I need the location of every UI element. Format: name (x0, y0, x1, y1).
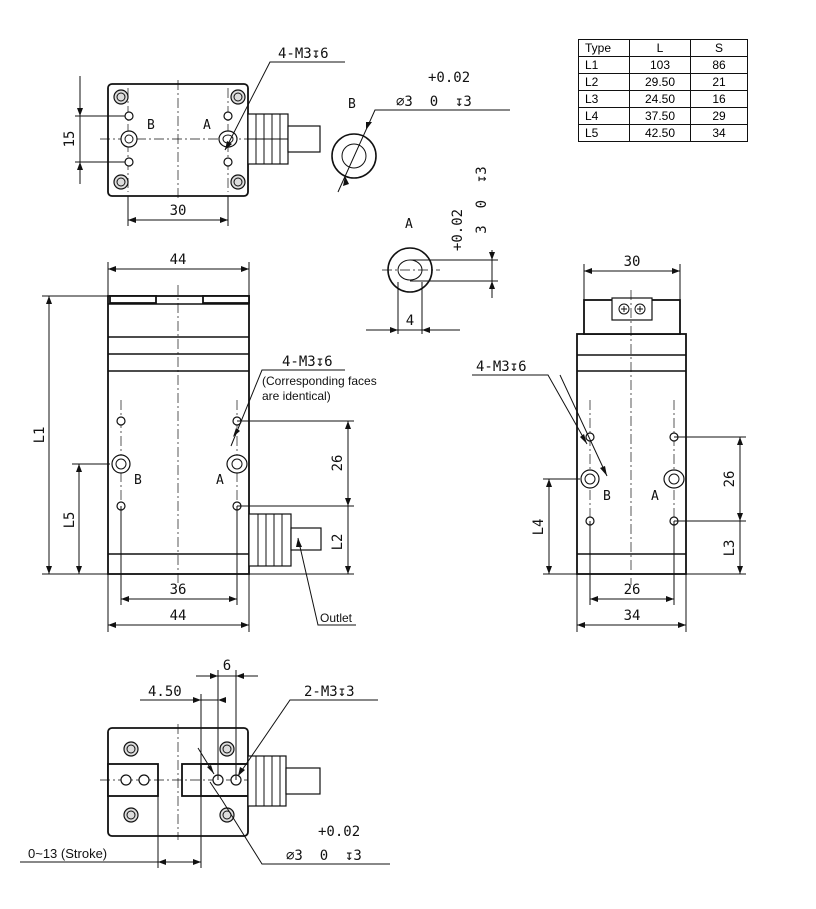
table-cell: 29.50 (629, 73, 691, 91)
connector-icon (248, 513, 322, 567)
bottom-view: 6 4.50 2-M3↧3 0~13 (Stroke) +0.02 ⌀3 0 ↧… (20, 658, 390, 868)
side-dim-top-width: 30 (624, 254, 641, 270)
detail-b-tolerance: +0.02 (428, 70, 470, 86)
detail-b-label: B (348, 97, 356, 112)
screw-icon (123, 741, 139, 757)
side-dim-26-right: 26 (722, 471, 738, 488)
table-header-cell: Type (578, 39, 630, 57)
connector-icon (247, 113, 321, 165)
table-header-cell: S (690, 39, 748, 57)
detail-b: B +0.02 ⌀3 0 ↧3 (331, 70, 510, 193)
screw-icon (113, 89, 129, 105)
terminal-connector-icon (611, 297, 653, 321)
table-cell: L2 (578, 73, 630, 91)
detail-a-width: 4 (406, 313, 414, 329)
connector-icon (247, 755, 321, 807)
front-dim-26: 26 (330, 455, 346, 472)
front-dim-36: 36 (170, 582, 187, 598)
table-cell: 42.50 (629, 124, 691, 142)
top-label-b: B (147, 118, 155, 133)
detail-a-spec: 3 0 ↧3 (474, 166, 490, 233)
front-dim-l1: L1 (32, 427, 48, 444)
front-dim-top-width: 44 (170, 252, 187, 268)
table-cell: 37.50 (629, 107, 691, 125)
detail-a: 4 A +0.02 3 0 ↧3 (366, 166, 498, 334)
side-view: B A 30 4-M3↧6 26 L3 L4 (472, 254, 746, 632)
detail-a-tolerance: +0.02 (450, 209, 466, 251)
front-note-line1: (Corresponding faces (262, 374, 377, 388)
detail-b-spec: ⌀3 0 ↧3 (396, 94, 472, 110)
stroke-label: 0~13 (Stroke) (28, 846, 107, 861)
front-label-b: B (134, 473, 142, 488)
front-dim-l5: L5 (62, 512, 78, 529)
table-cell: 16 (690, 90, 748, 108)
table-row: L2 29.50 21 (578, 73, 748, 91)
side-dim-26-bottom: 26 (624, 582, 641, 598)
table-cell: L4 (578, 107, 630, 125)
bottom-dim-6: 6 (223, 658, 231, 674)
table-cell: L1 (578, 56, 630, 74)
bottom-dim-450: 4.50 (148, 684, 182, 700)
outlet-label: Outlet (320, 611, 353, 625)
top-thread-callout: 4-M3↧6 (278, 46, 329, 62)
side-dim-34: 34 (624, 608, 641, 624)
detail-a-label: A (405, 217, 413, 232)
side-dim-l4: L4 (531, 519, 547, 536)
table-cell: 103 (629, 56, 691, 74)
table-cell: 29 (690, 107, 748, 125)
screw-icon (230, 174, 246, 190)
front-dim-l2: L2 (330, 534, 346, 551)
table-cell: L5 (578, 124, 630, 142)
table-header-row: Type L S (578, 39, 748, 57)
front-thread-callout: 4-M3↧6 (282, 354, 333, 370)
table-cell: L3 (578, 90, 630, 108)
top-dim-width: 30 (170, 203, 187, 219)
side-label-b: B (603, 489, 611, 504)
table-cell: 24.50 (629, 90, 691, 108)
bottom-spec: ⌀3 0 ↧3 (286, 848, 362, 864)
table-row: L4 37.50 29 (578, 107, 748, 125)
table-row: L1 103 86 (578, 56, 748, 74)
screw-icon (113, 174, 129, 190)
table-cell: 86 (690, 56, 748, 74)
side-thread-callout: 4-M3↧6 (476, 359, 527, 375)
table-row: L5 42.50 34 (578, 124, 748, 142)
side-dim-l3: L3 (722, 540, 738, 557)
screw-icon (230, 89, 246, 105)
table-cell: 21 (690, 73, 748, 91)
front-dim-bottom-width: 44 (170, 608, 187, 624)
table-cell: 34 (690, 124, 748, 142)
front-view: B A 44 L1 L5 (32, 252, 377, 632)
side-label-a: A (651, 489, 659, 504)
table-row: L3 24.50 16 (578, 90, 748, 108)
screw-icon (123, 807, 139, 823)
bottom-tolerance: +0.02 (318, 824, 360, 840)
bottom-thread-callout: 2-M3↧3 (304, 684, 355, 700)
front-note-line2: are identical) (262, 389, 331, 403)
screw-icon (219, 741, 235, 757)
top-dim-height: 15 (62, 131, 78, 148)
front-label-a: A (216, 473, 224, 488)
top-label-a: A (203, 118, 211, 133)
top-view: 15 30 B A 4-M3↧6 (62, 46, 345, 226)
spec-table: Type L S L1 103 86 L2 29.50 21 L3 24.50 … (578, 39, 748, 142)
table-header-cell: L (629, 39, 691, 57)
